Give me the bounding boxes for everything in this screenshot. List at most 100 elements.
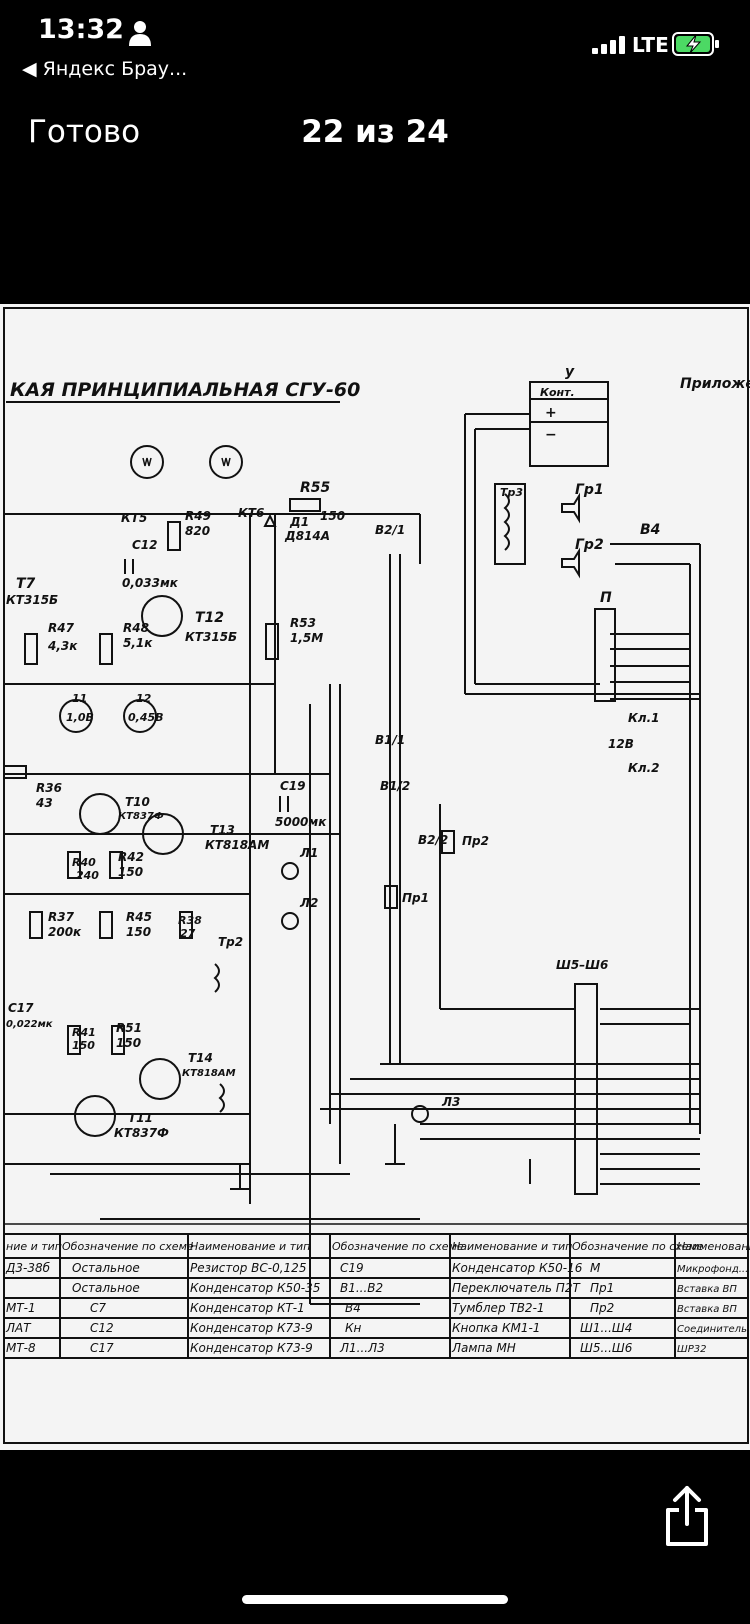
- label-r41-value: 150: [72, 1039, 95, 1052]
- table-header: Обозначение по схеме: [572, 1240, 704, 1253]
- label-r38-value: 27: [180, 927, 196, 940]
- label-r53: R53: [290, 616, 316, 630]
- label-r36-value: 43: [35, 796, 53, 810]
- label-kl2: Кл.2: [628, 761, 660, 775]
- label-voltage-045v: 0,45В: [128, 711, 164, 724]
- label-gr2: Гр2: [575, 537, 604, 553]
- label-sh5-sh6: Ш5–Ш6: [556, 958, 608, 972]
- label-t11: Т11: [128, 1111, 153, 1125]
- label-r48: R48: [123, 621, 149, 635]
- schematic-title: КАЯ ПРИНЦИПИАЛЬНАЯ СГУ-60: [10, 379, 360, 401]
- label-t10: Т10: [125, 795, 150, 809]
- appendix-label: Приложен: [680, 376, 750, 392]
- label-r49-value: 820: [185, 524, 210, 538]
- table-cell: Конденсатор К50-16: [452, 1261, 583, 1275]
- table-header: Наименование и тип: [452, 1240, 572, 1253]
- label-c17: С17: [8, 1001, 34, 1015]
- table-cell: Конденсатор К50-35: [190, 1281, 320, 1295]
- label-t14: Т14: [188, 1051, 213, 1065]
- label-pr2: Пр2: [462, 834, 489, 848]
- label-t7-type: КТ315Б: [6, 593, 58, 607]
- label-kl1: Кл.1: [628, 711, 660, 725]
- table-cell: С17: [90, 1341, 114, 1355]
- label-kt6: КТ6: [238, 506, 264, 520]
- label-t12-type: КТ315Б: [185, 630, 237, 644]
- label-v1-1: В1/1: [375, 733, 405, 747]
- label-c17-value: 0,022мк: [6, 1019, 53, 1030]
- table-header: Обозначение по схеме: [62, 1240, 194, 1253]
- label-r42-value: 150: [118, 865, 143, 879]
- label-r48-value: 5,1к: [123, 636, 153, 650]
- table-cell: Конденсатор КТ-1: [190, 1301, 305, 1315]
- document-page[interactable]: КАЯ ПРИНЦИПИАЛЬНАЯ СГУ-60 Приложен у Кон…: [0, 304, 750, 1450]
- clock: 13:32: [38, 14, 124, 45]
- table-cell: Резистор ВС-0,125: [190, 1261, 306, 1275]
- table-cell: В4: [345, 1301, 361, 1315]
- signal-icon: [592, 36, 625, 54]
- schematic-drawing: КАЯ ПРИНЦИПИАЛЬНАЯ СГУ-60 Приложен у Кон…: [3, 307, 750, 1444]
- label-t12: Т12: [195, 610, 224, 626]
- table-cell: Остальное: [72, 1261, 140, 1275]
- table-cell: Л1...Л3: [339, 1341, 385, 1355]
- label-v4: В4: [640, 522, 660, 538]
- label-v2-2: В2/2: [418, 833, 448, 847]
- label-12v: 12В: [608, 737, 634, 751]
- label-kont: Конт.: [540, 386, 575, 399]
- done-button[interactable]: Готово: [28, 114, 141, 150]
- table-cell: Кн: [345, 1321, 362, 1335]
- label-r49: R49: [185, 509, 211, 523]
- table-cell: Тумблер ТВ2-1: [452, 1301, 545, 1315]
- status-bar: 13:32 ◀ Яндекс Брау... LTE: [0, 0, 750, 90]
- label-r45: R45: [126, 910, 152, 924]
- label-c12: С12: [132, 538, 158, 552]
- page-counter: 22 из 24: [301, 114, 449, 150]
- label-point-11: 11: [72, 692, 87, 705]
- label-t7: Т7: [16, 576, 36, 592]
- table-cell: В1...В2: [340, 1281, 383, 1295]
- label-r51-value: 150: [116, 1036, 141, 1050]
- label-d1: Д1: [289, 515, 309, 529]
- label-r47-value: 4,3к: [47, 639, 78, 653]
- label-r55-value: 150: [320, 509, 345, 523]
- table-cell: Ш1...Ш4: [580, 1321, 632, 1335]
- label-r47: R47: [48, 621, 75, 635]
- table-cell: С19: [340, 1261, 364, 1275]
- network-type: LTE: [632, 33, 669, 57]
- share-icon[interactable]: [662, 1484, 712, 1548]
- label-p: П: [600, 590, 612, 606]
- label-v1-2: В1/2: [380, 779, 410, 793]
- table-cell: Пр2: [590, 1301, 614, 1315]
- table-header: Наименование и тип: [190, 1240, 310, 1253]
- label-c19: С19: [280, 779, 306, 793]
- table-cell: ШР32: [677, 1344, 706, 1355]
- table-cell: Д3-38б: [5, 1261, 51, 1275]
- table-header: Наименование: [677, 1240, 750, 1253]
- table-header: Обозначение по схеме: [332, 1240, 464, 1253]
- table-cell: Переключатель П2Т: [452, 1281, 581, 1295]
- label-t11-type: КТ837Ф: [114, 1126, 169, 1140]
- back-to-app-link[interactable]: ◀ Яндекс Брау...: [22, 58, 188, 80]
- label-r40-value: 240: [76, 869, 99, 882]
- table-cell: ЛАТ: [5, 1321, 32, 1335]
- label-r51: R51: [116, 1021, 142, 1035]
- label-voltage-1v: 1,0В: [66, 711, 94, 724]
- table-cell: Кнопка КМ1-1: [452, 1321, 540, 1335]
- label-point-12: 12: [136, 692, 152, 705]
- label-r40: R40: [72, 856, 96, 869]
- label-d1-type: Д814А: [284, 529, 330, 543]
- table-cell: С7: [90, 1301, 106, 1315]
- table-cell: МТ-8: [6, 1341, 36, 1355]
- table-cell: Микрофонд...: [677, 1264, 748, 1275]
- label-t13-type: КТ818АМ: [205, 838, 269, 852]
- label-r55: R55: [300, 480, 331, 496]
- label-r41: R41: [72, 1026, 96, 1039]
- label-r53-value: 1,5М: [290, 631, 323, 645]
- home-indicator[interactable]: [242, 1595, 508, 1604]
- table-cell: Конденсатор К73-9: [190, 1341, 313, 1355]
- table-cell: МТ-1: [6, 1301, 36, 1315]
- table-cell: Лампа МН: [451, 1341, 516, 1355]
- label-plus: +: [545, 405, 557, 421]
- label-c12-value: 0,033мк: [122, 576, 179, 590]
- table-cell: Вставка ВП: [677, 1304, 737, 1315]
- label-t10-type: КТ837Ф: [118, 811, 164, 822]
